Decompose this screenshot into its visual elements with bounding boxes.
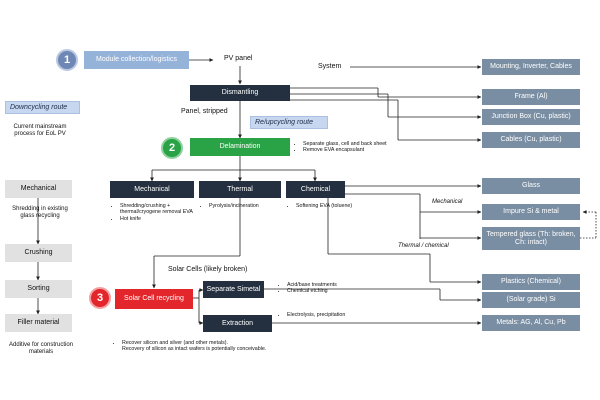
extraction-box: Extraction	[203, 315, 272, 332]
downcycling-intro: Current mainstream process for EoL PV	[13, 124, 67, 137]
module-collection-box: Module collection/logistics	[84, 51, 189, 69]
separate-simetal-box: Separate Simetal	[203, 281, 264, 298]
downcycling-step-mechanical: Mechanical	[5, 180, 72, 198]
output-plastics: Plastics (Chemical)	[482, 274, 580, 290]
delamination-note: Separate glass, cell and back sheet	[303, 141, 387, 147]
mechanical-note: Shredding/crushing + thermal/cryogene re…	[120, 203, 206, 216]
shredding-note: Shredding in existing glass recycling	[12, 206, 68, 219]
output-mounting: Mounting, Inverter, Cables	[482, 59, 580, 75]
chemical-note: Softening EVA (toluene)	[296, 203, 352, 209]
step-2-circle: 2	[161, 137, 183, 159]
solar-cell-recycling-box: Solar Cell recycling	[115, 289, 193, 309]
delamination-notes: Separate glass, cell and back sheet Remo…	[297, 141, 387, 154]
system-label: System	[318, 63, 342, 70]
thermal-chemical-flow-label: Thermal / chemical	[398, 243, 449, 249]
output-impure-si-metal: Impure Si & metal	[482, 204, 580, 220]
mechanical-process-box: Mechanical	[110, 181, 194, 198]
chemical-notes: Softening EVA (toluene)	[290, 203, 352, 209]
solar-cells-label: Solar Cells (likely broken)	[168, 266, 248, 273]
mechanical-notes: Shredding/crushing + thermal/cryogene re…	[114, 203, 206, 222]
output-frame: Frame (Al)	[482, 89, 580, 105]
separate-simetal-note: Acid/base treatments	[287, 282, 337, 288]
chemical-process-box: Chemical	[286, 181, 345, 198]
thermal-notes: Pyrolysis/incineration	[203, 203, 259, 209]
delamination-box: Delamination	[190, 138, 290, 156]
panel-stripped-label: Panel, stripped	[181, 108, 228, 115]
output-cables: Cables (Cu, plastic)	[482, 132, 580, 148]
thermal-process-box: Thermal	[199, 181, 281, 198]
extraction-note: Electrolysis, precipitation	[287, 312, 345, 318]
downcycling-step-crushing: Crushing	[5, 244, 72, 262]
delamination-note: Remove EVA encapsulant	[303, 147, 387, 153]
mechanical-note: Hot knife	[120, 216, 206, 222]
dismantling-box: Dismantling	[190, 85, 290, 101]
separate-simetal-notes: Acid/base treatments Chemical etching	[281, 282, 337, 295]
additive-note: Additive for construction materials	[8, 342, 74, 355]
downcycling-route-label: Downcycling route	[5, 101, 80, 114]
recovery-note: Recovery of silicon as intact wafers is …	[122, 346, 267, 353]
recovery-note: Recover silicon and silver (and other me…	[122, 340, 266, 346]
downcycling-step-filler: Filler material	[5, 314, 72, 332]
separate-simetal-note: Chemical etching	[287, 288, 337, 294]
output-solar-grade-si: (Solar grade) Si	[482, 292, 580, 308]
recovery-notes: Recover silicon and silver (and other me…	[116, 340, 266, 353]
downcycling-step-sorting: Sorting	[5, 280, 72, 298]
step-1-circle: 1	[56, 49, 78, 71]
pv-panel-label: PV panel	[224, 55, 253, 62]
step-3-circle: 3	[89, 287, 111, 309]
output-metals: Metals: AG, Al, Cu, Pb	[482, 315, 580, 331]
output-junction-box: Junction Box (Cu, plastic)	[482, 109, 580, 125]
output-tempered-glass: Tempered glass (Th: broken, Ch: intact)	[482, 227, 580, 250]
reupcycling-route-label: Re/upcycling route	[250, 116, 328, 129]
output-glass: Glass	[482, 178, 580, 194]
extraction-notes: Electrolysis, precipitation	[281, 312, 345, 318]
mechanical-flow-label: Mechanical	[432, 199, 463, 205]
thermal-note: Pyrolysis/incineration	[209, 203, 259, 209]
